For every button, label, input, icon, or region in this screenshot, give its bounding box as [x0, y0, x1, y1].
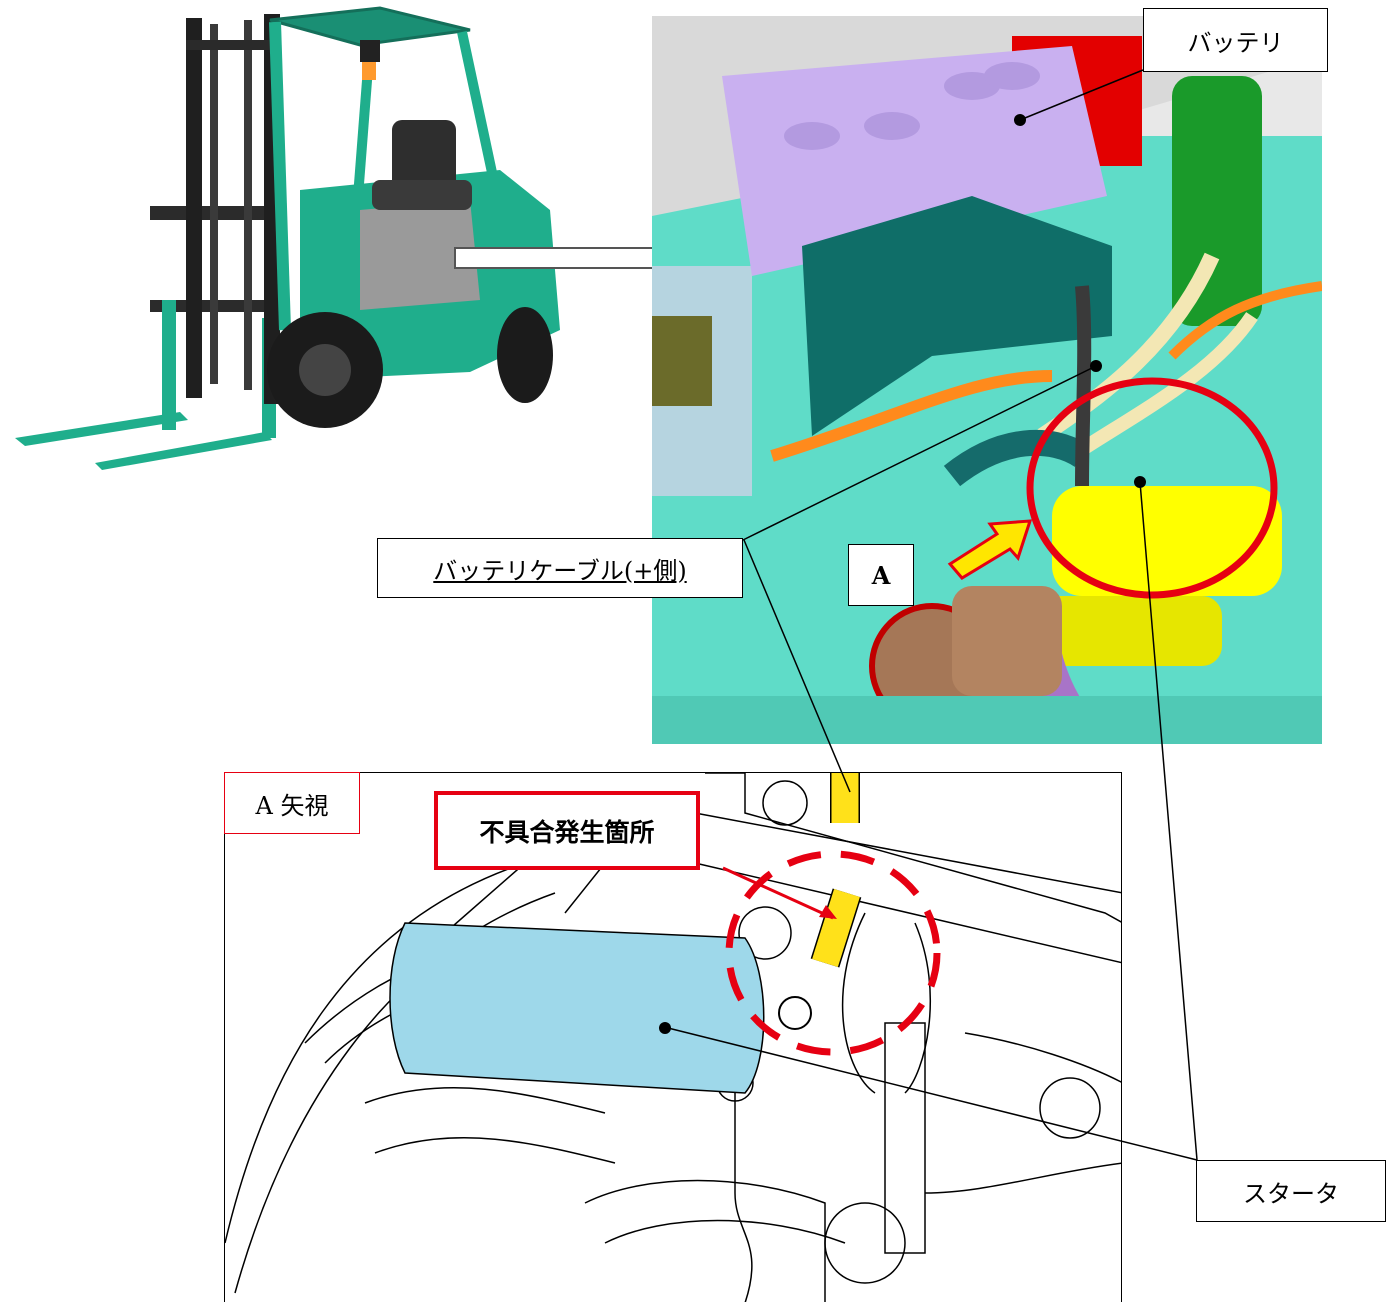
- view-a-marker-text: A: [871, 560, 891, 590]
- view-a-title-text: A 矢視: [255, 791, 329, 820]
- battery-label-text: バッテリ: [1187, 28, 1284, 57]
- engine-render: [652, 16, 1322, 744]
- engine-compartment-render-icon: [652, 16, 1322, 744]
- forklift-image: [0, 0, 560, 470]
- starter-label: スタータ: [1196, 1160, 1386, 1222]
- forklift-icon: [15, 6, 560, 470]
- view-a-title: A 矢視: [224, 772, 360, 834]
- view-a-marker: A: [848, 544, 914, 606]
- battery-cable-label: バッテリケーブル(+側): [377, 538, 743, 598]
- defect-location-label-text: 不具合発生箇所: [479, 817, 655, 847]
- battery-cable-label-text: バッテリケーブル(+側): [433, 556, 687, 585]
- defect-location-label: 不具合発生箇所: [434, 791, 700, 870]
- battery-label: バッテリ: [1143, 8, 1328, 72]
- starter-label-text: スタータ: [1243, 1179, 1339, 1208]
